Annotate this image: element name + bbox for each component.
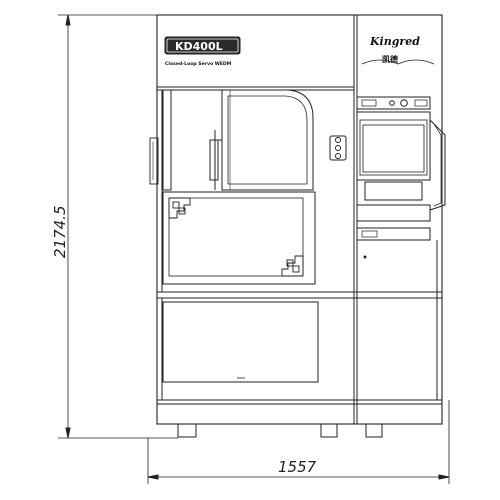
switch-icon — [414, 99, 428, 107]
knob-icon — [400, 99, 408, 107]
machine-body — [156, 14, 443, 425]
machine-feet — [177, 423, 383, 438]
lower-cabinet — [162, 297, 438, 401]
light-indicator-icon — [335, 145, 341, 151]
height-dimension: 2174.5 — [51, 14, 178, 439]
width-dimension-label: 1557 — [278, 458, 317, 476]
corner-ornament-icon — [281, 255, 304, 277]
height-dimension-label: 2174.5 — [51, 206, 69, 259]
light-indicator-icon — [335, 137, 341, 143]
model-subtitle: Closed-Loop Servo WEDM — [165, 61, 232, 67]
light-indicator-icon — [335, 153, 341, 159]
corner-ornament-icon — [168, 197, 191, 219]
door-panel — [162, 191, 316, 285]
switch-icon — [361, 99, 377, 107]
brand-logo: Kingred 凯德 — [361, 35, 435, 65]
status-lights — [329, 135, 347, 161]
model-label: KD400L — [175, 40, 223, 53]
upper-window — [149, 89, 314, 191]
knob-icon — [389, 100, 395, 106]
model-badge: KD400L — [164, 36, 241, 55]
monitor-screen — [362, 124, 425, 173]
control-console — [356, 96, 446, 259]
width-dimension: 1557 — [147, 400, 450, 484]
keyhole-icon — [363, 255, 367, 259]
brand-name: Kingred — [369, 35, 420, 48]
brand-chinese-name: 凯德 — [382, 54, 398, 64]
